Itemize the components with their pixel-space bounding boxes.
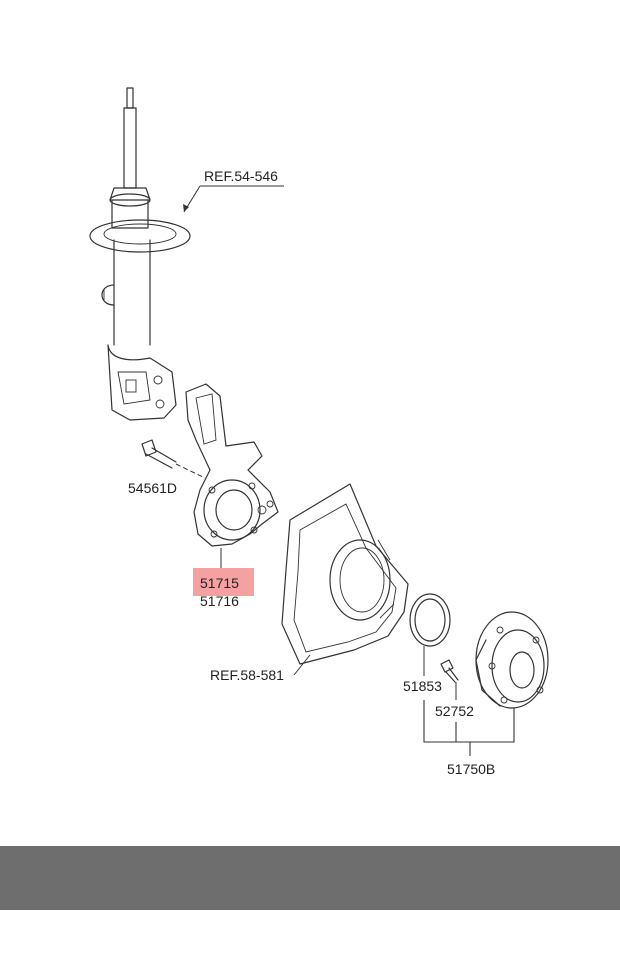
hub-bolt (440, 659, 459, 700)
label-hub-bolt[interactable]: 52752 (435, 703, 474, 719)
steering-knuckle (185, 383, 279, 568)
label-bolt[interactable]: 54561D (128, 480, 178, 496)
footer-text: HYUNDAI KIA - 517152P000 N - 51715 (116, 930, 515, 953)
label-ref-shield[interactable]: REF.58-581 (210, 667, 284, 683)
dust-shield (281, 483, 409, 676)
strut-assembly (89, 87, 191, 421)
hub-assembly-bracket (423, 700, 515, 756)
highlight-box (193, 568, 254, 596)
snap-ring (409, 593, 451, 676)
exploded-view-drawing (89, 87, 549, 756)
footer-bar: HYUNDAI KIA - 517152P000 N - 51715 (0, 846, 620, 953)
ref-strut-leader (183, 185, 284, 213)
label-hub-assembly[interactable]: 51750B (447, 761, 496, 777)
label-knuckle-left[interactable]: 51715 (200, 575, 239, 591)
bolt-part (141, 439, 206, 479)
hub-assembly (475, 611, 549, 709)
label-knuckle-right[interactable]: 51716 (200, 593, 239, 609)
label-ref-strut[interactable]: REF.54-546 (204, 168, 278, 184)
label-snap-ring[interactable]: 51853 (403, 678, 442, 694)
parts-diagram: REF.54-546 54561D 51715 51716 REF.58-581… (89, 87, 549, 777)
